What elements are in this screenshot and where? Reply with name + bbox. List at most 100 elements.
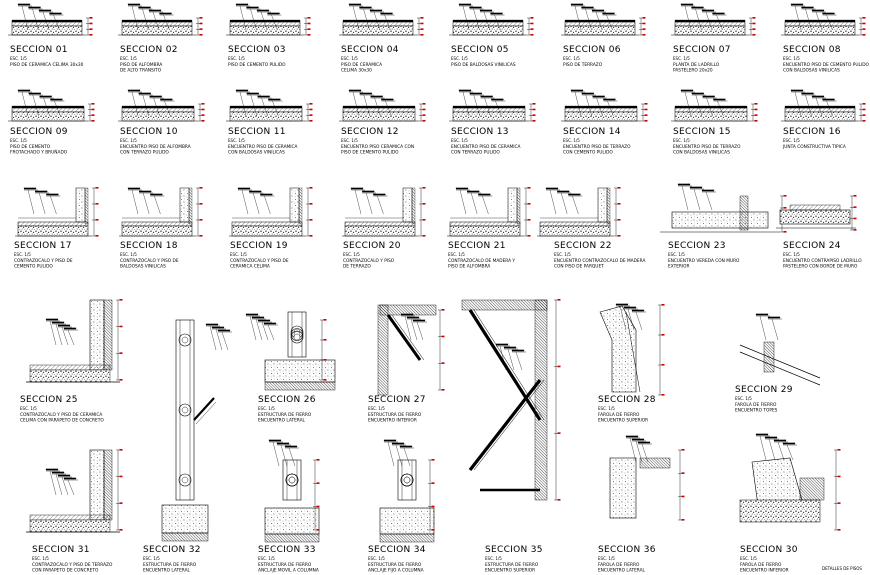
dimension-marks: [198, 103, 205, 122]
detail-scale: ESC. 1/5: [341, 56, 358, 61]
detail-description: PISO DE BALDOSAS VINILICAS: [451, 62, 516, 68]
floor-section-drawing: [8, 19, 86, 36]
detail-description: PISO DE CERAMICA: [341, 62, 382, 68]
detail-description: ENCUENTRO CONTRAPISO LADRILLO: [783, 258, 862, 264]
annotation-leaders: [680, 3, 727, 31]
detail-scale: ESC. 1/5: [341, 138, 358, 143]
dimension-marks: [306, 103, 313, 122]
detail-title: SECCION 10: [120, 127, 178, 137]
detail-description: FAROLA DE FIERRO: [598, 412, 640, 418]
detail-description: ENCUENTRO PISO DE TERRAZO: [673, 144, 741, 150]
detail-description: ENCUENTRO TOPES: [735, 408, 778, 414]
annotation-leaders: [17, 89, 65, 117]
annotation-leaders: [790, 89, 837, 117]
annotation-leaders: [348, 89, 396, 117]
annotation-leaders: [348, 3, 395, 31]
detail-description: CEMENTO PULIDO: [14, 264, 53, 270]
floor-section-drawing: [671, 19, 749, 36]
detail-title: SECCION 07: [673, 45, 731, 55]
detail-title: SECCION 22: [554, 241, 612, 251]
detail-description: PISO DE CEMENTO PULIDO: [228, 62, 286, 68]
detail-title: SECCION 33: [258, 545, 316, 555]
dimension-marks: [834, 449, 841, 531]
detail-description: CON TERRAZO PULIDO: [120, 150, 169, 156]
floor-section-drawing: [118, 105, 198, 122]
detail-description: PASTELERO CON BORDE DE MURO: [783, 264, 858, 270]
detail-title: SECCION 36: [598, 545, 656, 555]
detail-scale: ESC. 1/5: [14, 252, 31, 257]
dimension-marks: [116, 449, 123, 531]
detail-title: SECCION 31: [32, 545, 90, 555]
dimension-marks: [639, 17, 646, 36]
detail-scale: ESC. 1/5: [563, 138, 580, 143]
floor-section-drawing: [449, 105, 529, 122]
detail-title: SECCION 17: [14, 241, 72, 251]
floor-section-drawing: [561, 105, 641, 122]
detail-description: JUNTA CONSTRUCTIVA TIPICA: [782, 144, 846, 150]
floor-section-drawing: [118, 19, 196, 36]
detail-description: CONTRAZOCALO Y PISO DE: [14, 258, 73, 264]
dimension-marks: [751, 103, 758, 122]
detail-title: SECCION 24: [783, 241, 841, 251]
detail-scale: ESC. 1/5: [735, 396, 752, 401]
concrete-base-drawing: [161, 504, 209, 542]
sidewalk-wall-drawing: [660, 195, 780, 233]
detail-scale: ESC. 1/5: [668, 252, 685, 257]
detail-scale: ESC. 1/5: [120, 56, 137, 61]
detail-description: CONTRAZOCALO DE MADERA Y: [448, 258, 515, 264]
floor-section-drawing: [339, 19, 417, 36]
detail-scale: ESC. 1/5: [673, 138, 690, 143]
detail-description: ENCUENTRO CONTRAZOCALO DE MADERA: [554, 258, 645, 264]
detail-scale: ESC. 1/5: [368, 406, 385, 411]
detail-description: BALDOSAS VINILICAS: [120, 264, 166, 270]
annotation-leaders: [755, 433, 797, 461]
annotation-leaders: [127, 89, 175, 117]
dimension-marks: [304, 17, 311, 36]
baseboard-section-drawing: [447, 187, 524, 237]
annotation-leaders: [545, 187, 583, 215]
detail-description: CON BALDOSAS VINILICAS: [673, 150, 730, 156]
annotation-leaders: [680, 89, 728, 117]
lamp-lower-drawing: [739, 457, 825, 523]
dimension-marks: [196, 17, 203, 36]
detail-description: CONTRAZOCALO Y PISO: [343, 258, 395, 264]
annotation-leaders: [455, 187, 493, 215]
detail-title: SECCION 21: [448, 241, 506, 251]
floor-section-drawing: [339, 105, 419, 122]
steel-column-drawing: [282, 459, 302, 501]
detail-scale: ESC. 1/5: [228, 138, 245, 143]
annotation-leaders: [458, 89, 506, 117]
annotation-leaders: [400, 313, 427, 341]
detail-title: SECCION 11: [228, 127, 286, 137]
floor-section-drawing: [781, 105, 859, 122]
detail-scale: ESC. 1/5: [10, 138, 27, 143]
detail-description: CONTRAZOCALO Y PISO DE: [230, 258, 289, 264]
pastelero-wall-drawing: [776, 204, 856, 229]
detail-description: CON BALDOSAS VINILICAS: [228, 150, 285, 156]
detail-description: ENCUENTRO VEREDA CON MURO: [668, 258, 740, 264]
annotation-leaders: [677, 183, 716, 211]
detail-description: ESTRUCTURA DE FIERRO: [258, 412, 312, 418]
detail-description: ENCUENTRO LATERAL: [258, 418, 306, 424]
detail-description: PASTELERO 20x20: [673, 68, 713, 74]
detail-description: ESTRUCTURA DE FIERRO: [368, 562, 422, 568]
detail-description: FAROLA DE FIERRO: [598, 562, 640, 568]
detail-scale: ESC. 1/5: [598, 556, 615, 561]
floor-section-drawing: [561, 19, 639, 36]
concrete-base-drawing: [264, 507, 320, 543]
dimension-marks: [438, 309, 445, 391]
floor-section-drawing: [226, 19, 304, 36]
